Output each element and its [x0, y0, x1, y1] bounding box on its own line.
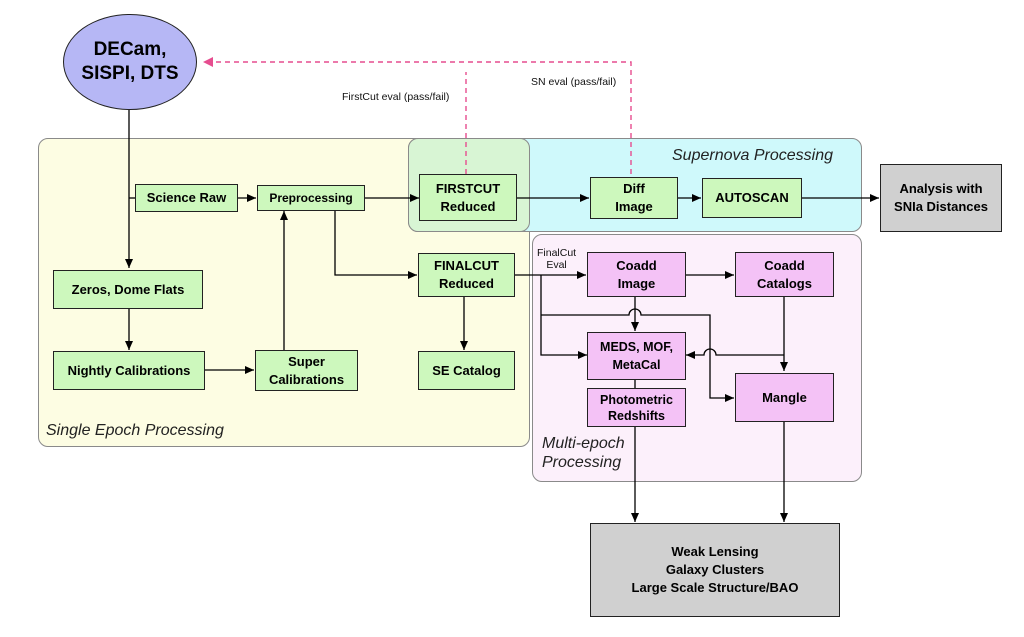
- nightly-calibrations-node: Nightly Calibrations: [53, 351, 205, 390]
- science-outputs-node: Weak Lensing Galaxy Clusters Large Scale…: [590, 523, 840, 617]
- decam-sispi-dts-node: DECam, SISPI, DTS: [63, 14, 197, 110]
- se-catalog-node: SE Catalog: [418, 351, 515, 390]
- firstcut-eval-label: FirstCut eval (pass/fail): [342, 91, 450, 103]
- photometric-redshifts-node: Photometric Redshifts: [587, 388, 686, 427]
- zeros-dome-flats-node: Zeros, Dome Flats: [53, 270, 203, 309]
- mangle-node: Mangle: [735, 373, 834, 422]
- sn-eval-label: SN eval (pass/fail): [531, 76, 617, 88]
- supernova-label: Supernova Processing: [672, 147, 833, 164]
- firstcut-reduced-node: FIRSTCUT Reduced: [419, 174, 517, 221]
- finalcut-reduced-node: FINALCUT Reduced: [418, 253, 515, 297]
- coadd-catalogs-node: Coadd Catalogs: [735, 252, 834, 297]
- coadd-image-node: Coadd Image: [587, 252, 686, 297]
- finalcut-eval-label: FinalCut Eval: [537, 247, 577, 271]
- analysis-snia-node: Analysis with SNIa Distances: [880, 164, 1002, 232]
- preprocessing-node: Preprocessing: [257, 185, 365, 211]
- super-calibrations-node: Super Calibrations: [255, 350, 358, 391]
- single-epoch-label: Single Epoch Processing: [46, 422, 224, 439]
- science-raw-node: Science Raw: [135, 184, 238, 212]
- diff-image-node: Diff Image: [590, 177, 678, 219]
- meds-mof-metacal-node: MEDS, MOF, MetaCal: [587, 332, 686, 380]
- multi-epoch-label: Multi-epoch Processing: [542, 435, 625, 471]
- autoscan-node: AUTOSCAN: [702, 178, 802, 218]
